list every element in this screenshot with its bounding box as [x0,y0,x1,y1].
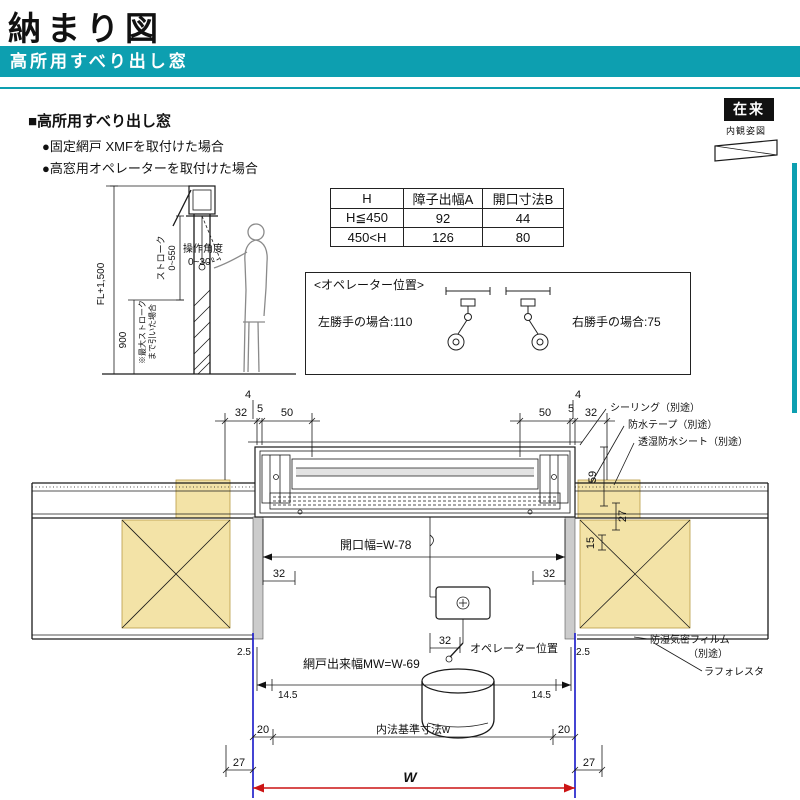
teal-divider [0,87,800,89]
installation-figure: FL+1,500 900 ※最大ストローク まで引いた場合 ストローク 0~55… [96,185,296,375]
dim-20-left: 20 [257,724,269,736]
annotation-leaders [579,408,703,672]
angle-value: 0~30° [188,257,215,268]
dim-900-label: 900 [118,331,129,348]
angle-label: 操作角度 [183,242,223,255]
construction-type-tag: 在来 [724,98,774,121]
section-banner: 高所用すべり出し窓 [0,46,800,77]
operator-offset-dim: 32 [439,635,451,647]
fl-label: FL+1,500 [96,262,107,305]
stroke-label: ストローク [156,235,166,280]
operator-right-label: 右勝手の場合:75 [572,315,661,329]
section-heading: ■高所用すべり出し窓 [28,113,172,130]
dim-50-right: 50 [539,407,551,419]
annotation-sealing: シーリング（別途） [610,401,700,414]
dim-50-left: 50 [281,407,293,419]
dim-32-opening-right: 32 [543,568,555,580]
w-dimension-arrow [253,783,575,793]
dim-20-right: 20 [558,724,570,736]
operator-left-label: 左勝手の場合:110 [318,315,413,329]
wall-layers-left [31,482,255,640]
operator-box-title: <オペレーター位置> [314,278,425,292]
operator-crank-icon-left [445,287,491,351]
annotation-waterproof-tape: 防水テープ（別途） [628,418,717,431]
wall-layers-right [575,482,769,640]
dim-14-5-left: 14.5 [278,690,298,701]
col-header-a: 障子出幅A [403,188,483,209]
bullet-fixed-screen: ●固定網戸 XMFを取付けた場合 [42,139,224,154]
annotation-vapor-film-1: 防湿気密フィルム [650,633,730,646]
col-header-b: 開口寸法B [482,188,564,209]
figure-dimensions [110,185,184,375]
operator-position-box: <オペレーター位置> 左勝手の場合:110 右勝手の場合:75 [305,272,691,375]
dim-32-opening-left: 32 [273,568,285,580]
screen-width-dimension [256,647,572,691]
operator-crank-icons [445,287,551,351]
interior-view-icon [714,139,778,162]
dim-2-5-left: 2.5 [237,647,251,658]
annotation-laforesta: ラフォレスタ [704,666,764,678]
stroke-range: 0~550 [167,245,177,270]
operator-crank-icon-right [505,287,551,351]
dim-27-left: 27 [233,757,245,769]
opening-width-label: 開口幅=W-78 [340,537,412,552]
spec-table: H 障子出幅A 開口寸法B H≦450 92 44 450<H 126 80 [330,188,564,247]
dim-5-left: 5 [257,403,263,415]
section-drawing: 4 32 5 50 50 5 32 4 開口幅=W-78 32 32 [31,389,769,798]
cell-b1: 44 [482,208,564,228]
page-title: 納まり図 [8,10,164,47]
dim-27-right: 27 [583,757,595,769]
cell-a1: 92 [403,208,483,228]
bullet-operator: ●高窓用オペレーターを取付けた場合 [42,161,258,176]
opening-width-dimension [262,519,566,585]
cell-h2: 450<H [330,227,404,247]
w-dimension-label: W [403,769,418,785]
dim-4-left: 4 [245,389,251,401]
dim-32-top-left: 32 [235,407,247,419]
bottom-dimension-lines [222,729,606,777]
table-row: 450<H 126 80 [330,227,564,247]
max-stroke-note-1: ※最大ストローク [137,300,147,364]
right-vertical-dimensions [598,446,620,551]
annotation-vapor-film-2: （別途） [688,647,728,660]
dim-14-5-right: 14.5 [532,690,552,701]
cell-a2: 126 [403,227,483,247]
dim-15: 15 [585,537,597,549]
dim-32-top-right: 32 [585,407,597,419]
screen-width-label: 網戸出来幅MW=W-69 [303,656,420,671]
operator-mechanism [421,517,495,739]
max-stroke-note-2: まで引いた場合 [147,304,157,360]
dim-4-right: 4 [575,389,581,401]
wood-framing [121,479,691,629]
dim-59: 59 [587,471,599,483]
dim-5-right: 5 [568,403,574,415]
jamb-reveal-left [252,516,264,640]
col-header-h: H [330,188,404,209]
top-dimension-lines [215,400,615,480]
person-silhouette [213,223,268,373]
operator-position-label: オペレーター位置 [470,641,558,655]
dim-2-5-right: 2.5 [576,647,590,658]
dim-27-wall: 27 [617,510,629,522]
jamb-reveal-right [564,516,576,640]
inner-standard-dim-label: 内法基準寸法w [376,722,450,736]
figure-lines [102,185,296,375]
right-edge-strip [792,163,797,413]
cell-h1: H≦450 [330,208,404,228]
corner-caption: 内観姿図 [726,126,767,136]
cell-b2: 80 [482,227,564,247]
window-frame-assembly [248,441,582,518]
annotation-breathable-sheet: 透湿防水シート（別途） [638,435,748,448]
table-row: H≦450 92 44 [330,208,564,228]
